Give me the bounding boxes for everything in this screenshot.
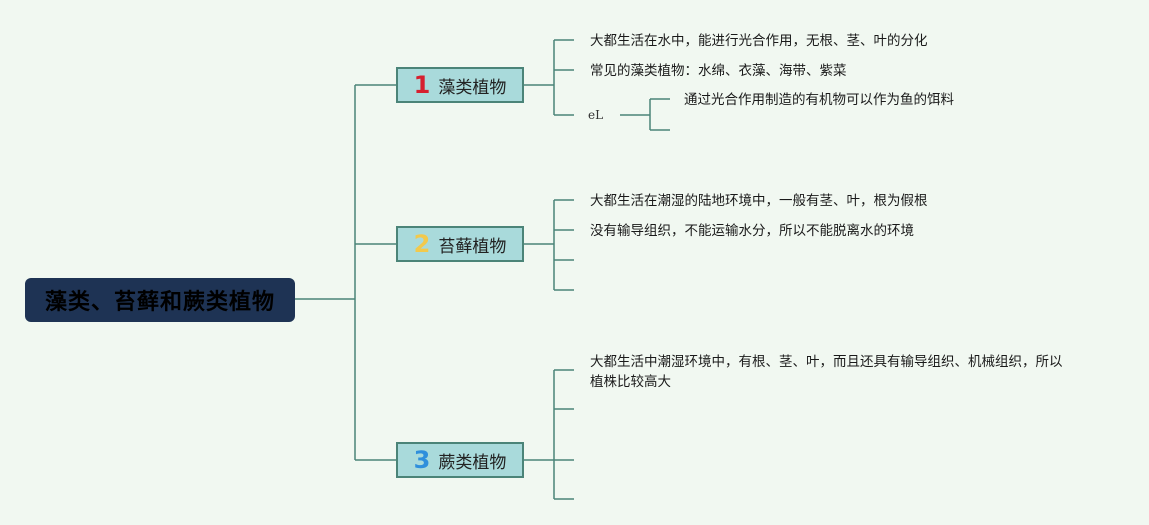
leaf-moss-habitat[interactable]: 大都生活在潮湿的陆地环境中，一般有茎、叶，根为假根 (590, 193, 928, 209)
leaf-fern-habitat[interactable]: 大都生活中潮湿环境中，有根、茎、叶，而且还具有输导组织、机械组织，所以 植株比较… (590, 352, 1110, 392)
branch-moss[interactable]: 2 苔藓植物 (396, 226, 524, 262)
branch-label: 蕨类植物 (438, 452, 507, 473)
number-1-icon: 1 (413, 71, 431, 99)
number-2-icon: 2 (413, 230, 431, 258)
leaf-algae-use[interactable]: 通过光合作用制造的有机物可以作为鱼的饵料 (684, 92, 954, 108)
number-3-icon: 3 (413, 446, 431, 474)
leaf-moss-tissue[interactable]: 没有输导组织，不能运输水分，所以不能脱离水的环境 (590, 223, 914, 239)
leaf-algae-examples[interactable]: 常见的藻类植物：水绵、衣藻、海带、紫菜 (590, 63, 847, 79)
note-text: eL (588, 108, 604, 122)
branch-label: 藻类植物 (438, 77, 507, 98)
leaf-line-2: 植株比较高大 (590, 374, 671, 390)
leaf-line-1: 大都生活中潮湿环境中，有根、茎、叶，而且还具有输导组织、机械组织，所以 (590, 354, 1063, 370)
branch-label: 苔藓植物 (438, 236, 507, 257)
root-topic[interactable]: 藻类、苔藓和蕨类植物 (25, 278, 295, 322)
root-title: 藻类、苔藓和蕨类植物 (44, 290, 275, 315)
leaf-algae-habitat[interactable]: 大都生活在水中，能进行光合作用，无根、茎、叶的分化 (590, 33, 928, 49)
branch-fern[interactable]: 3 蕨类植物 (396, 442, 524, 478)
branch-algae[interactable]: 1 藻类植物 (396, 67, 524, 103)
